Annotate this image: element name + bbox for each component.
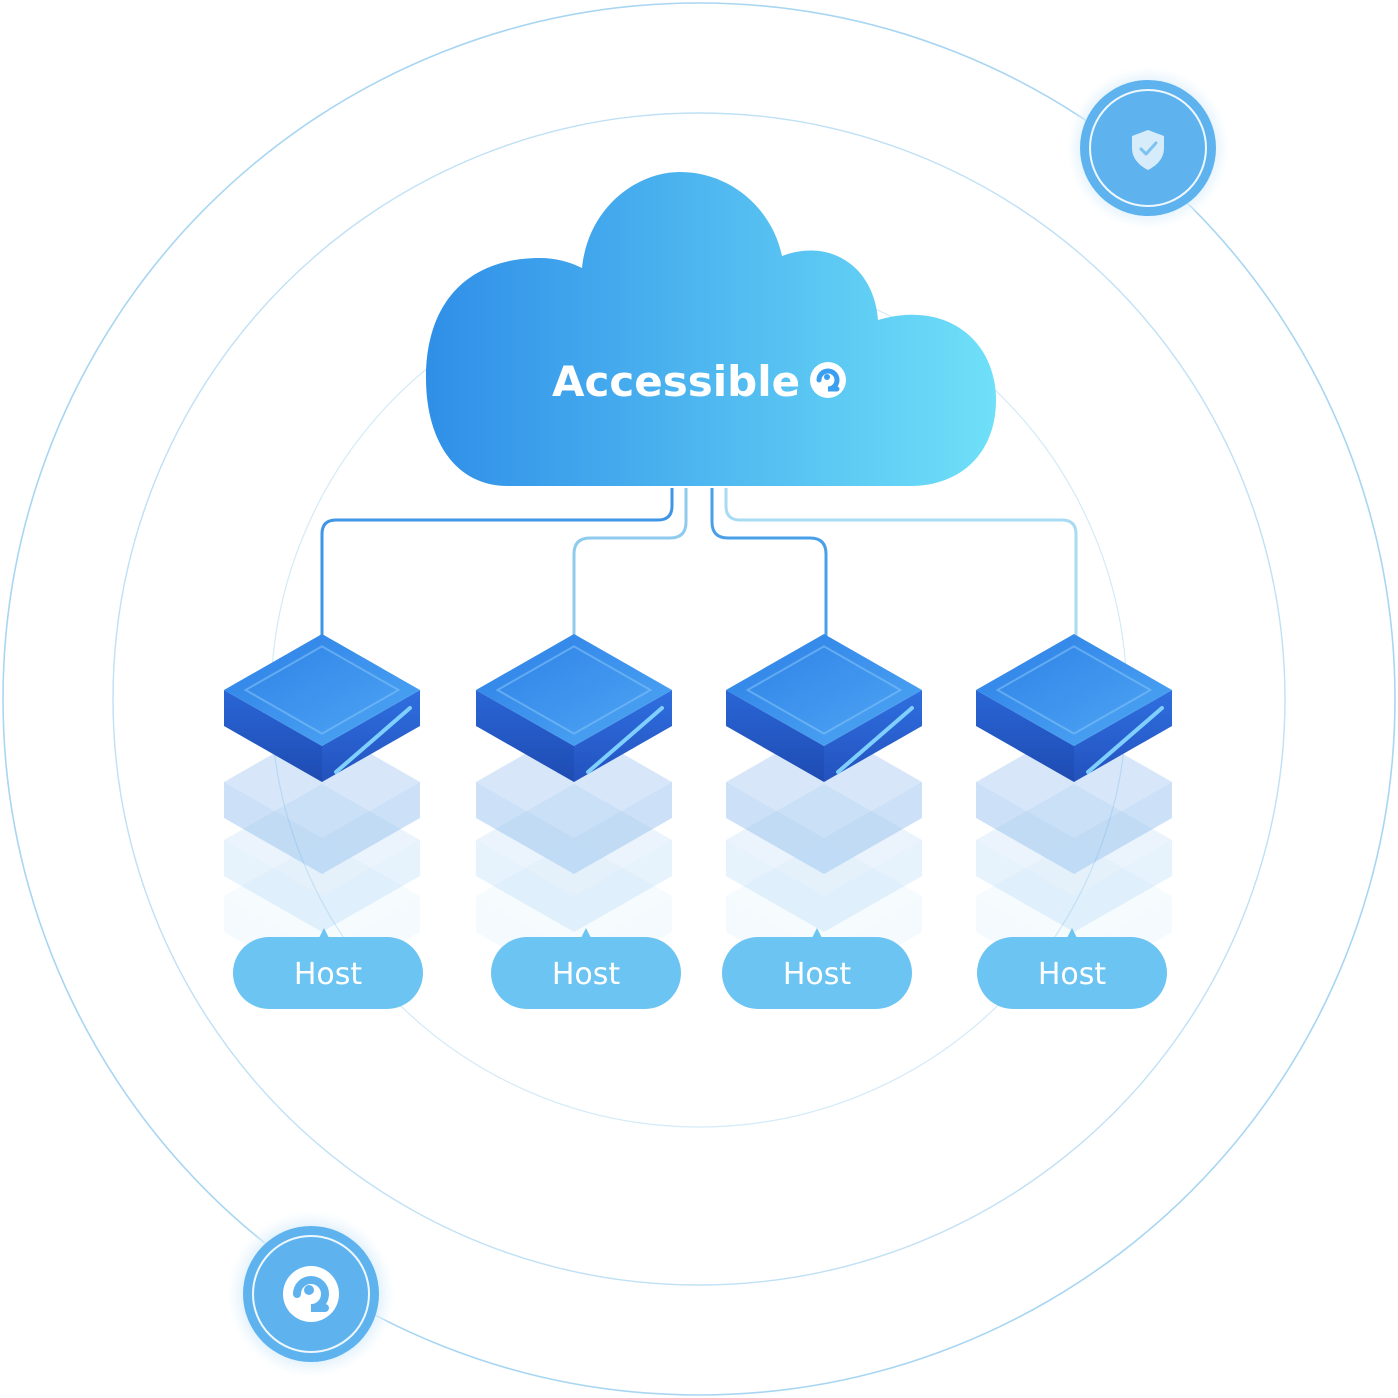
server-reflection-right bbox=[1074, 782, 1172, 874]
host-label-3: Host bbox=[783, 957, 852, 992]
server-reflection-right bbox=[322, 782, 420, 874]
server-reflection-left bbox=[726, 840, 824, 932]
host-label-4: Host bbox=[1038, 957, 1107, 992]
host-pill-1[interactable]: Host bbox=[233, 928, 423, 1009]
brand-badge[interactable] bbox=[227, 1210, 395, 1378]
host-pill-2[interactable]: Host bbox=[491, 928, 681, 1009]
server-reflection-left bbox=[976, 782, 1074, 874]
server-reflection-top bbox=[726, 784, 922, 896]
server-reflection-left bbox=[476, 782, 574, 874]
server-3 bbox=[726, 634, 922, 988]
server-top-bezel bbox=[745, 645, 903, 735]
brand-name: Accessible bbox=[552, 357, 800, 406]
server-reflection-right bbox=[1074, 840, 1172, 932]
server-reflection-top bbox=[224, 784, 420, 896]
connector-host-3 bbox=[710, 488, 828, 636]
connector-lines bbox=[320, 488, 1078, 636]
server-reflection-right bbox=[574, 782, 672, 874]
server-4 bbox=[976, 634, 1172, 988]
server-reflection-right bbox=[574, 840, 672, 932]
server-side-right bbox=[574, 690, 672, 782]
server-top bbox=[224, 634, 420, 746]
server-top-bezel bbox=[995, 645, 1153, 735]
connector-host-2 bbox=[572, 488, 688, 636]
server-top-bezel bbox=[243, 645, 401, 735]
server-status-light bbox=[334, 706, 412, 774]
host-labels: Host Host Host Host bbox=[233, 928, 1167, 1009]
server-reflection-left bbox=[476, 840, 574, 932]
accessible-e-logo-icon bbox=[283, 1266, 339, 1322]
security-badge[interactable] bbox=[1066, 66, 1230, 230]
server-top bbox=[476, 634, 672, 746]
server-side-left bbox=[726, 690, 824, 782]
host-label-2: Host bbox=[552, 957, 621, 992]
host-label-1: Host bbox=[294, 957, 363, 992]
server-reflection-top bbox=[476, 784, 672, 896]
server-reflection-top bbox=[726, 840, 922, 952]
server-reflection-top bbox=[976, 840, 1172, 952]
server-side-right bbox=[1074, 690, 1172, 782]
server-side-right bbox=[824, 690, 922, 782]
server-reflection-right bbox=[824, 782, 922, 874]
server-group bbox=[224, 634, 1172, 988]
server-reflection-right bbox=[322, 840, 420, 932]
host-pill-4[interactable]: Host bbox=[977, 928, 1167, 1009]
server-reflection-right bbox=[824, 840, 922, 932]
server-side-left bbox=[224, 690, 322, 782]
server-reflection-left bbox=[976, 840, 1074, 932]
server-top bbox=[976, 634, 1172, 746]
accessible-e-logo-icon bbox=[810, 362, 846, 398]
server-reflection-left bbox=[224, 840, 322, 932]
server-status-light bbox=[836, 706, 914, 774]
server-top-bezel bbox=[495, 645, 653, 735]
connector-host-4 bbox=[724, 488, 1078, 636]
server-reflection-left bbox=[224, 782, 322, 874]
server-side-left bbox=[976, 690, 1074, 782]
server-status-light bbox=[1086, 706, 1164, 774]
cloud: Accessible bbox=[426, 172, 996, 486]
server-reflection-left bbox=[726, 782, 824, 874]
server-side-left bbox=[476, 690, 574, 782]
host-pill-3[interactable]: Host bbox=[722, 928, 912, 1009]
orbit-ring-middle bbox=[112, 112, 1286, 1286]
server-top bbox=[726, 634, 922, 746]
server-side-right bbox=[322, 690, 420, 782]
shield-check-icon bbox=[1132, 130, 1164, 170]
server-2 bbox=[476, 634, 672, 988]
server-reflection-top bbox=[224, 840, 420, 952]
connector-host-1 bbox=[320, 488, 674, 636]
cloud-shape bbox=[426, 172, 996, 486]
server-reflection-top bbox=[476, 840, 672, 952]
server-status-light bbox=[586, 706, 664, 774]
server-reflection-top bbox=[976, 784, 1172, 896]
